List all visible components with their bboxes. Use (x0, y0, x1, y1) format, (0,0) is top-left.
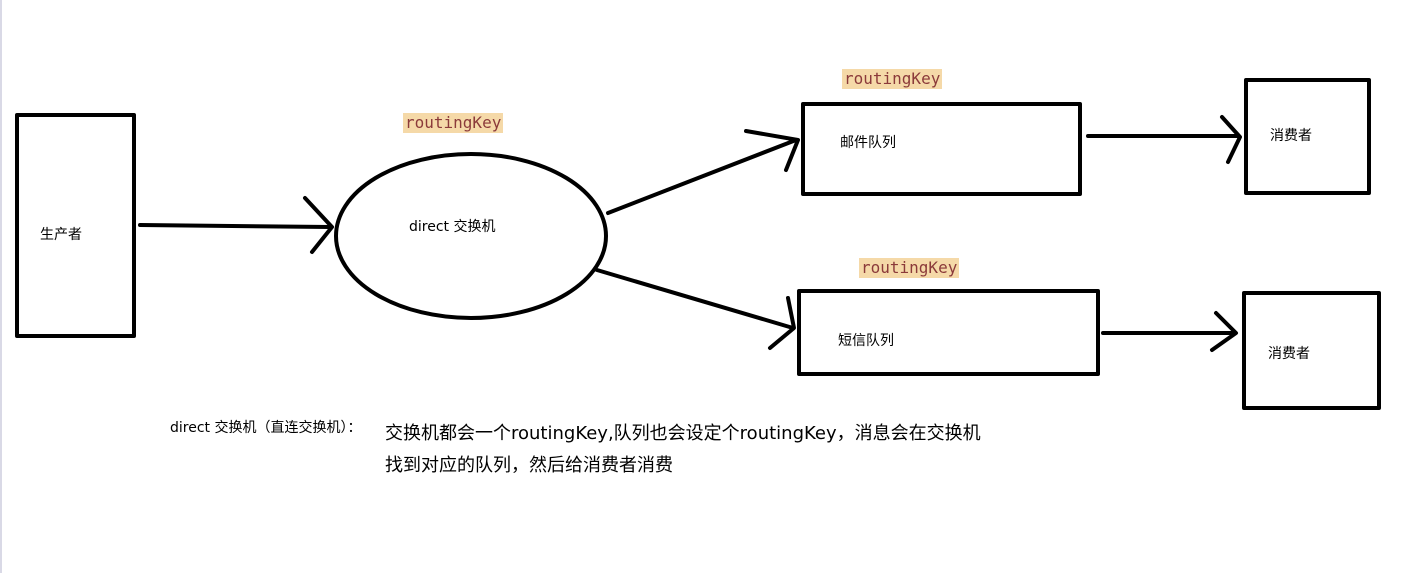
mail-queue-label: 邮件队列 (840, 135, 896, 151)
mail-queue-box (801, 102, 1082, 196)
arrow-exchange-to-sms (595, 268, 796, 350)
arrow-sms-to-consumer (1101, 311, 1238, 352)
arrow-mail-to-consumer (1086, 115, 1242, 164)
arrow-exchange-to-mail (606, 129, 800, 215)
description-text: 交换机都会一个routingKey,队列也会设定个routingKey，消息会在… (385, 423, 981, 476)
mail-routing-key: routingKey (842, 69, 943, 89)
exchange-ellipse (334, 152, 608, 320)
exchange-label: direct 交换机 (409, 219, 496, 235)
window-left-edge (0, 0, 2, 573)
sms-routing-key: routingKey (859, 258, 960, 278)
sms-queue-label: 短信队列 (838, 333, 894, 349)
consumer-top-label: 消费者 (1270, 128, 1312, 144)
exchange-routing-key: routingKey (403, 113, 504, 133)
consumer-bottom-label: 消费者 (1268, 346, 1310, 362)
consumer-bottom-box (1242, 291, 1381, 410)
arrow-producer-to-exchange (138, 196, 334, 254)
caption-direct-exchange: direct 交换机（直连交换机）： (170, 420, 362, 436)
producer-label: 生产者 (40, 227, 82, 243)
sms-queue-box (797, 289, 1100, 376)
consumer-top-box (1244, 78, 1371, 195)
producer-box (15, 113, 136, 338)
